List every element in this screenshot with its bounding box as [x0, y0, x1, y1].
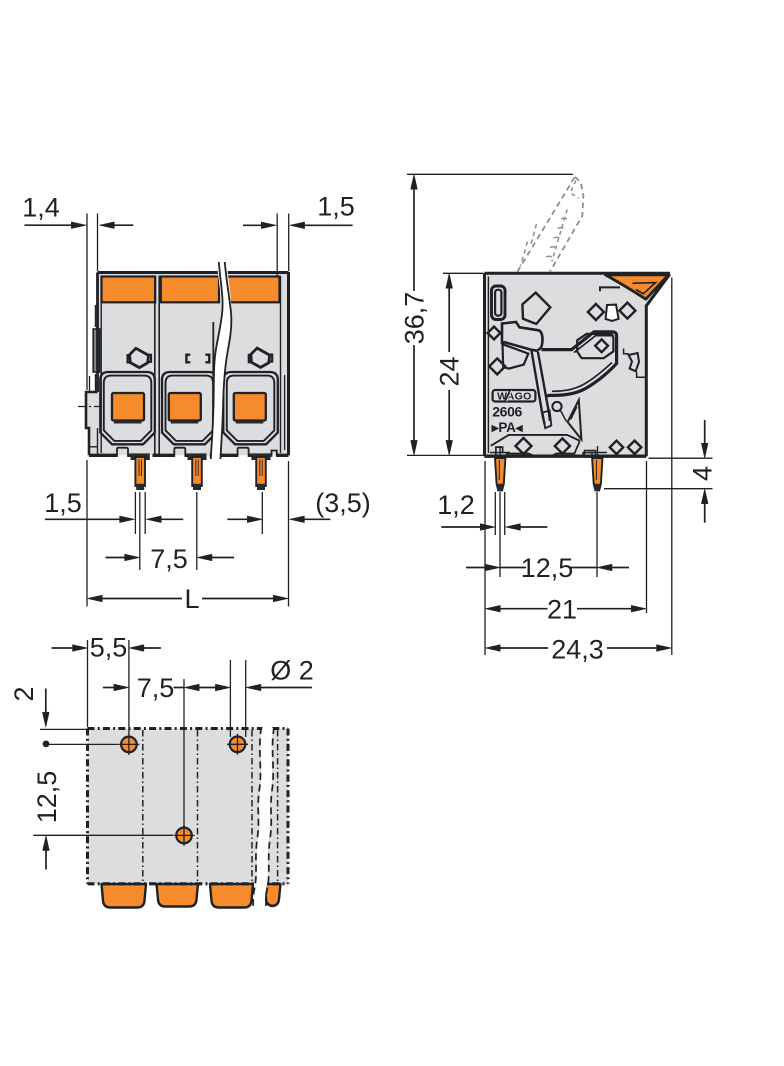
svg-text:Ø 2: Ø 2	[270, 656, 314, 686]
svg-text:12,5: 12,5	[32, 771, 62, 824]
svg-text:(3,5): (3,5)	[315, 488, 371, 518]
svg-text:24: 24	[435, 356, 465, 386]
svg-text:1,5: 1,5	[317, 192, 355, 222]
svg-text:7,5: 7,5	[137, 673, 175, 703]
svg-text:1,2: 1,2	[437, 490, 475, 520]
svg-text:L: L	[184, 584, 199, 614]
svg-text:24,3: 24,3	[551, 635, 604, 665]
svg-text:7,5: 7,5	[150, 544, 188, 574]
svg-text:5,5: 5,5	[90, 633, 128, 663]
svg-text:1,4: 1,4	[22, 193, 60, 223]
svg-text:2: 2	[9, 686, 39, 701]
svg-text:36,7: 36,7	[400, 292, 430, 345]
svg-text:12,5: 12,5	[521, 553, 574, 583]
svg-text:4: 4	[688, 466, 718, 481]
svg-text:2606: 2606	[492, 404, 522, 420]
svg-text:1,5: 1,5	[44, 488, 82, 518]
svg-text:▸PA◂: ▸PA◂	[491, 420, 524, 435]
svg-text:WAGO: WAGO	[497, 391, 531, 403]
svg-text:21: 21	[547, 595, 577, 625]
